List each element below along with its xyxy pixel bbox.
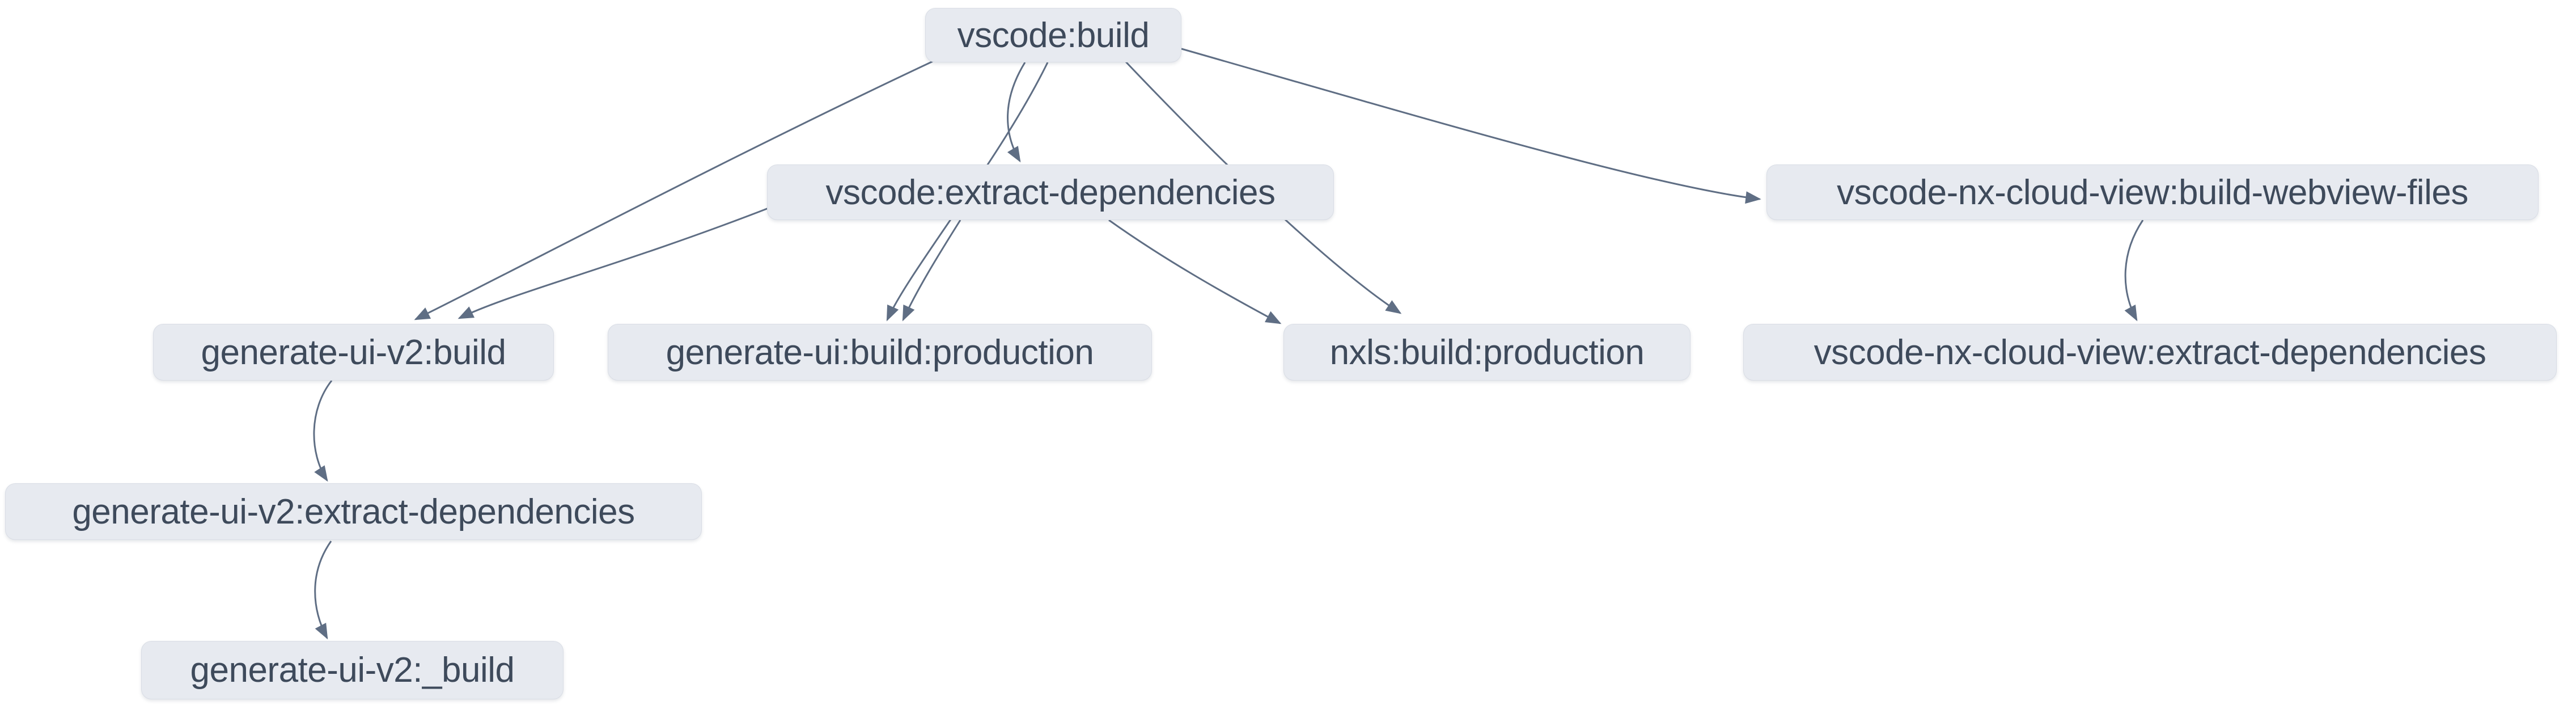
task-node-nxls:build:production[interactable]: nxls:build:production (1283, 324, 1690, 381)
task-node-generate-ui-v2:build[interactable]: generate-ui-v2:build (153, 324, 554, 381)
edge-vscode:build->vscode-nx-cloud-view:build-webview-files (1181, 48, 1761, 204)
edge-vscode:extract-dependencies->nxls:build:production (1108, 219, 1282, 324)
edge-vscode:build->generate-ui-v2:build (414, 59, 936, 320)
task-node-label: generate-ui-v2:extract-dependencies (72, 492, 635, 531)
task-node-label: vscode-nx-cloud-view:build-webview-files (1837, 172, 2468, 212)
task-node-vscode:extract-dependencies[interactable]: vscode:extract-dependencies (767, 164, 1334, 220)
task-node-vscode:build[interactable]: vscode:build (925, 8, 1181, 62)
task-node-generate-ui-v2:extract-dependencies[interactable]: generate-ui-v2:extract-dependencies (5, 483, 702, 540)
task-node-label: generate-ui-v2:build (201, 332, 506, 372)
task-node-generate-ui:build:production[interactable]: generate-ui:build:production (608, 324, 1152, 381)
edge-vscode:extract-dependencies->generate-ui-v2:build (457, 206, 770, 319)
task-node-vscode-nx-cloud-view:extract-dependencies[interactable]: vscode-nx-cloud-view:extract-dependencie… (1743, 324, 2557, 381)
edge-vscode:extract-dependencies->generate-ui:build:production (902, 220, 961, 322)
edge-vscode-nx-cloud-view:build-webview-files->vscode-nx-cloud-view:extract-dependencies (2124, 220, 2144, 322)
edge-generate-ui-v2:build->generate-ui-v2:extract-dependencies (313, 380, 333, 482)
task-node-label: generate-ui:build:production (666, 332, 1094, 372)
task-node-label: generate-ui-v2:_build (190, 651, 515, 690)
task-node-label: vscode-nx-cloud-view:extract-dependencie… (1814, 332, 2486, 372)
task-node-label: vscode:extract-dependencies (825, 172, 1276, 212)
task-node-label: nxls:build:production (1329, 332, 1645, 372)
task-node-label: vscode:build (957, 15, 1150, 55)
task-node-vscode-nx-cloud-view:build-webview-files[interactable]: vscode-nx-cloud-view:build-webview-files (1766, 164, 2539, 220)
task-node-generate-ui-v2:_build[interactable]: generate-ui-v2:_build (141, 641, 564, 699)
edge-vscode:build->vscode:extract-dependencies (1007, 62, 1026, 163)
edge-generate-ui-v2:extract-dependencies->generate-ui-v2:_build (314, 541, 332, 640)
